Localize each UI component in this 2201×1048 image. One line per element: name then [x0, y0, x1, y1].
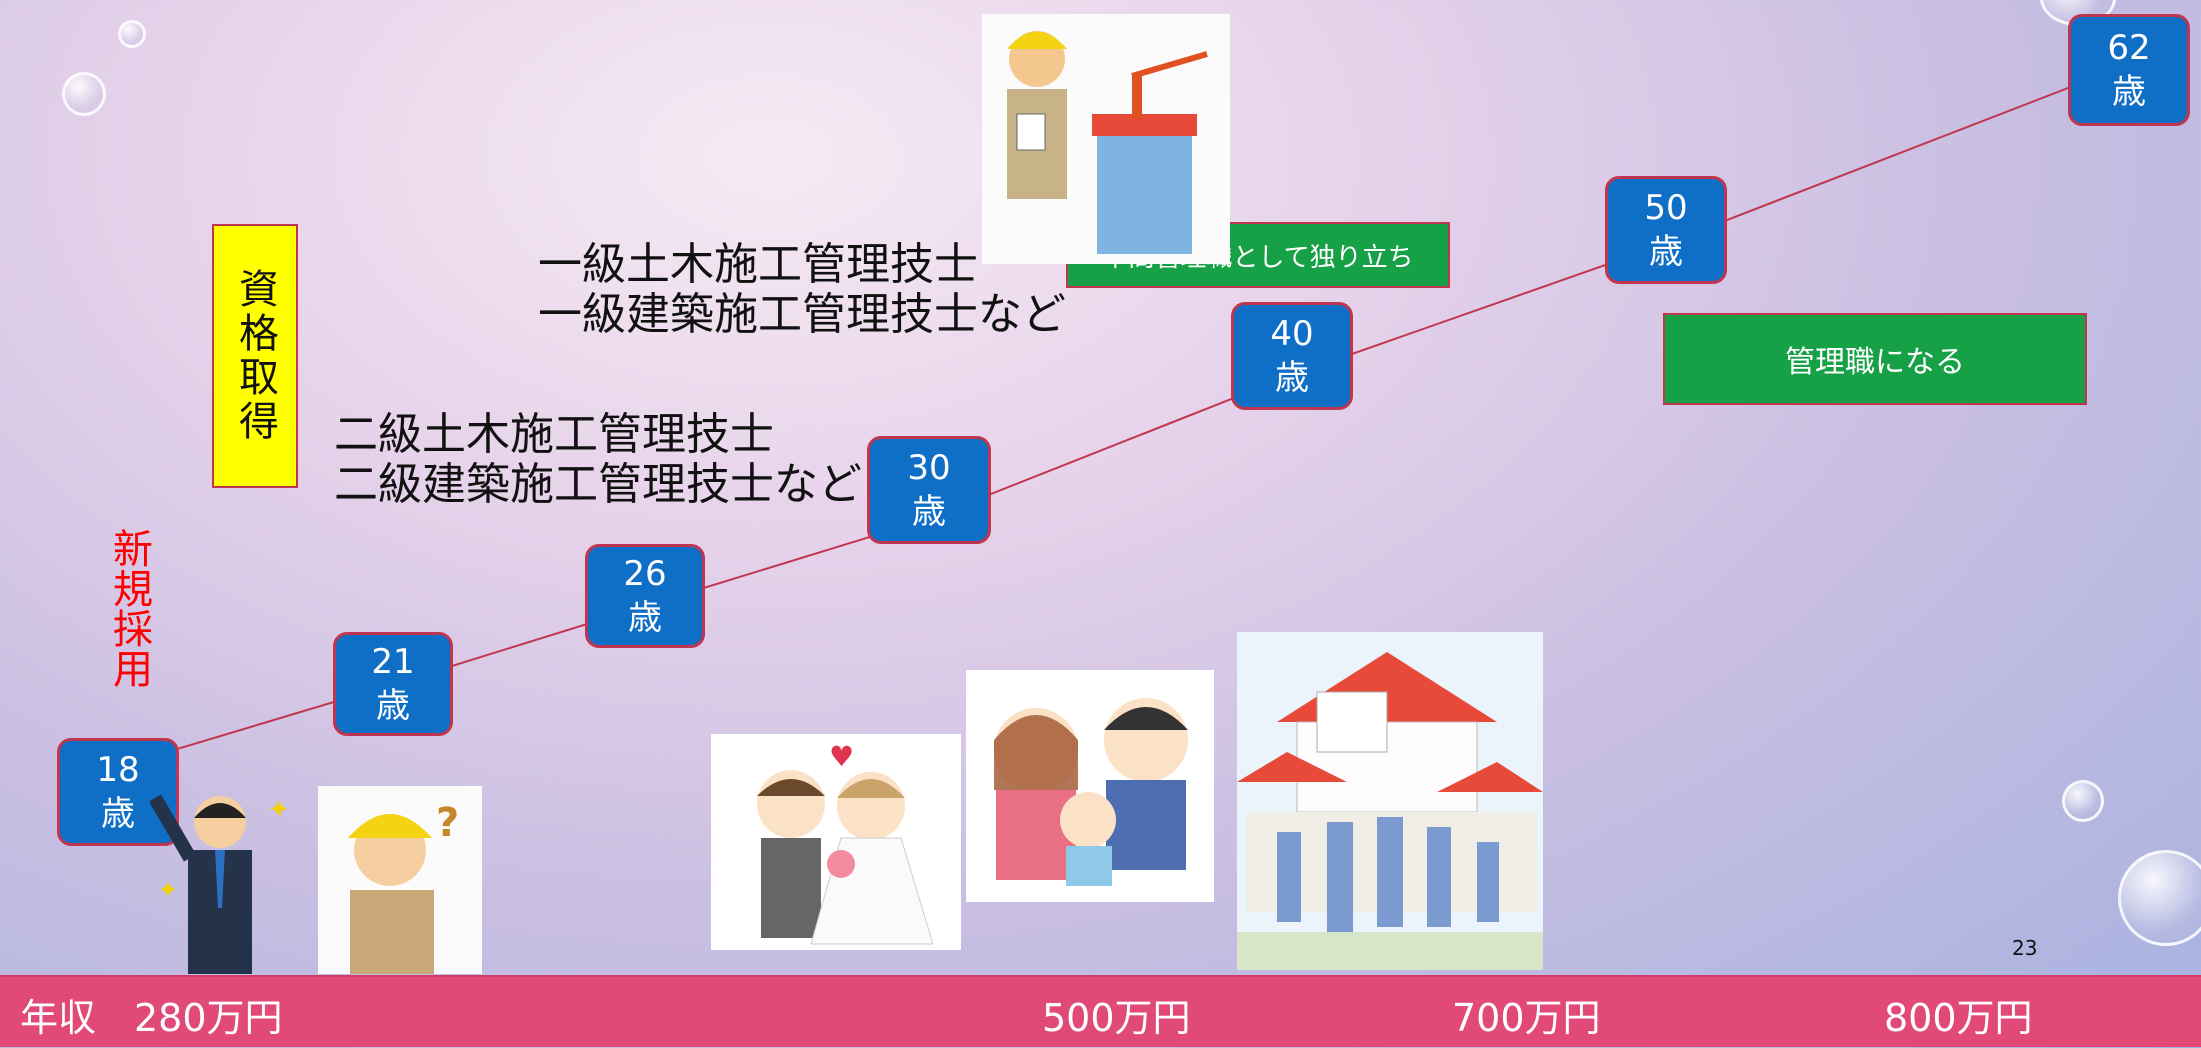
age-unit: 歳: [101, 794, 135, 834]
qualification-label: 資格取得: [232, 268, 278, 444]
age-box-21: 21 歳: [333, 632, 453, 736]
bubble-decoration: [2118, 850, 2201, 946]
salary-value: 700万円: [1452, 996, 1601, 1040]
age-unit: 歳: [1649, 232, 1683, 272]
family-house-illustration: [1237, 632, 1543, 970]
age-box-30: 30 歳: [867, 436, 991, 544]
salary-value: 280万円: [134, 996, 283, 1040]
age-number: 30: [907, 448, 951, 488]
age-box-62: 62 歳: [2068, 14, 2190, 126]
age-number: 50: [1644, 188, 1688, 228]
manager-box: 管理職になる: [1663, 313, 2087, 405]
qualification-label-box: 資格取得: [212, 224, 298, 488]
site-manager-crane-illustration: [982, 14, 1230, 264]
age-unit: 歳: [376, 686, 410, 726]
page-number: 23: [2012, 936, 2038, 960]
qualification-line: 二級土木施工管理技士: [334, 409, 774, 460]
age-number: 18: [96, 750, 140, 790]
level1-qualification-text: 一級土木施工管理技士 一級建築施工管理技士など: [538, 240, 1066, 340]
bubble-decoration: [62, 72, 106, 116]
worker-confused-illustration: ?: [318, 786, 482, 974]
age-unit: 歳: [2112, 72, 2146, 112]
businessman-pointing-illustration: ✦ ✦: [150, 778, 300, 974]
svg-text:✦: ✦: [268, 795, 290, 825]
bubble-decoration: [118, 20, 146, 48]
wedding-couple-illustration: ♥: [711, 734, 961, 950]
level2-qualification-text: 二級土木施工管理技士 二級建築施工管理技士など: [334, 410, 862, 510]
svg-text:?: ?: [436, 800, 459, 846]
age-number: 40: [1270, 314, 1314, 354]
age-unit: 歳: [912, 492, 946, 532]
svg-text:♥: ♥: [829, 740, 854, 773]
salary-value: 500万円: [1042, 996, 1191, 1040]
qualification-line: 二級建築施工管理技士など: [334, 459, 862, 510]
salary-value: 800万円: [1884, 996, 2033, 1040]
age-unit: 歳: [1275, 358, 1309, 398]
svg-text:✦: ✦: [158, 876, 178, 904]
age-unit: 歳: [628, 598, 662, 638]
qualification-line: 一級土木施工管理技士: [538, 239, 978, 290]
bubble-decoration: [2062, 780, 2104, 822]
age-number: 62: [2107, 28, 2151, 68]
age-number: 26: [623, 554, 667, 594]
age-box-40: 40 歳: [1231, 302, 1353, 410]
family-with-baby-illustration: [966, 670, 1214, 902]
new-hire-label: 新規採用: [106, 528, 152, 688]
age-number: 21: [371, 642, 415, 682]
age-box-26: 26 歳: [585, 544, 705, 648]
qualification-line: 一級建築施工管理技士など: [538, 289, 1066, 340]
age-box-18: 18 歳: [57, 738, 179, 846]
salary-label: 年収: [20, 996, 97, 1040]
salary-bar: 年収 280万円 500万円 700万円 800万円: [0, 975, 2201, 1047]
age-box-50: 50 歳: [1605, 176, 1727, 284]
